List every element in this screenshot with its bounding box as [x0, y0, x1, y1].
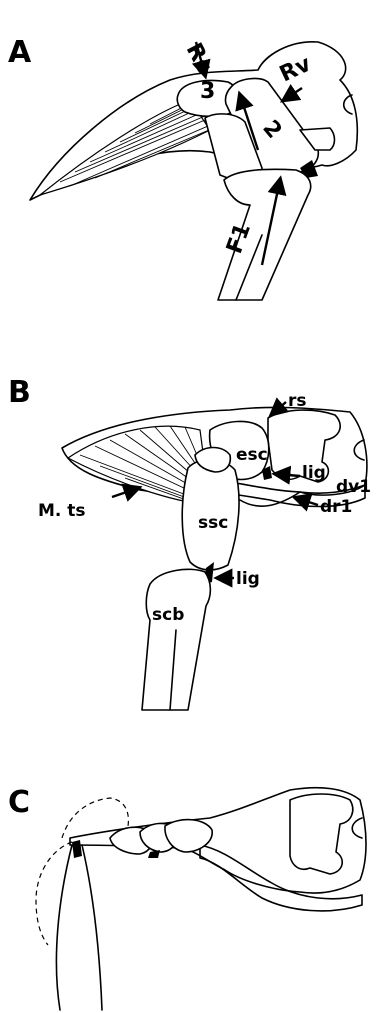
panel-b-label-scb: scb [152, 605, 184, 625]
panel-c-leg-right-edge [82, 845, 102, 1010]
panel-a-hook [344, 95, 352, 114]
panel-b-arrow-mts [112, 488, 138, 497]
panel-b-arrow-lig-upper [276, 474, 300, 476]
panel-b-label-ssc: ssc [198, 513, 228, 533]
panel-b-label-lig-lower: lig [236, 569, 260, 589]
panel-b-scb [142, 569, 210, 710]
panel-c-lower-band [200, 845, 362, 911]
panel-b-letter: B [8, 375, 31, 410]
panel-b-label-dr1: dr1 [320, 497, 352, 517]
panel-a-arrow-rv [284, 88, 302, 100]
panel-b-label-esc: esc [236, 445, 268, 465]
panel-c-letter: C [8, 785, 30, 820]
panel-c-ligament-left [72, 840, 82, 858]
panel-b-label-dv1: dv1 [336, 477, 371, 497]
panel-b-hook [354, 440, 364, 460]
panel-c: C [8, 785, 366, 1010]
panel-c-dashed-outline-left [36, 842, 72, 945]
panel-a-label-rv: Rv [276, 51, 316, 87]
panel-b-label-lig-upper: lig [302, 463, 326, 483]
panel-b: B [8, 375, 371, 710]
panel-b-label-rs: rs [288, 391, 307, 411]
panel-c-ligament [148, 850, 160, 858]
panel-b-arrow-dr1 [296, 498, 318, 505]
panel-b-label-mts: M. ts [38, 501, 86, 521]
panel-a: A [8, 35, 357, 300]
panel-c-hatched-plate [290, 794, 353, 874]
panel-c-leg-left-edge [56, 845, 72, 1010]
panel-c-hook [352, 818, 362, 838]
panel-a-letter: A [8, 35, 32, 70]
panel-a-label-3: 3 [200, 79, 215, 104]
panel-a-muscle [40, 100, 210, 195]
